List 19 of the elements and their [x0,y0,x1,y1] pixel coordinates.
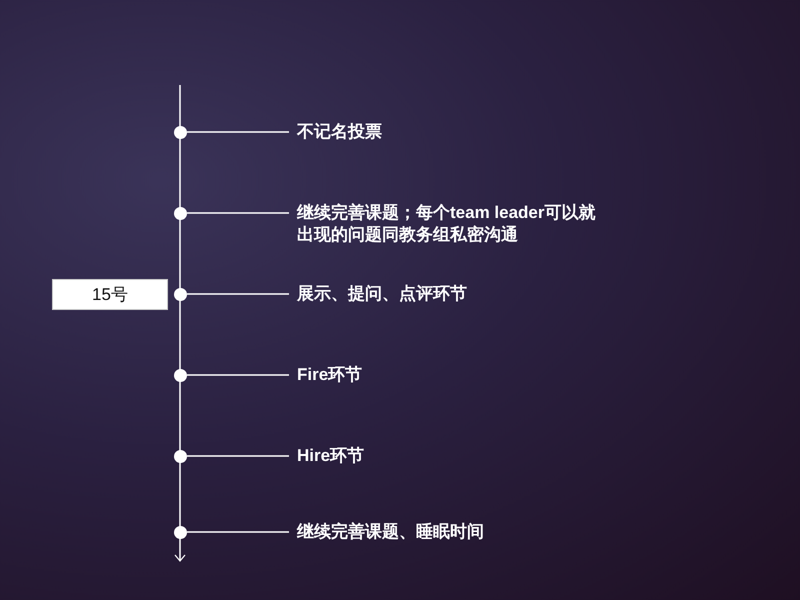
connector-line [187,212,289,214]
timeline-dot [174,126,187,138]
timeline-dot [174,450,187,462]
event-text: 继续完善课题；每个team leader可以就出现的问题同教务组私密沟通 [297,202,597,246]
timeline-dot [174,526,187,538]
connector-line [187,531,289,533]
connector-line [187,131,289,133]
timeline-dot [174,288,187,300]
timeline-dot [174,206,187,220]
timeline-dot [174,368,187,382]
event-text: 展示、提问、点评环节 [297,283,597,305]
event-text: Hire环节 [297,445,597,467]
event-text: 继续完善课题、睡眠时间 [297,521,597,543]
connector-line [187,455,289,457]
connector-line [187,374,289,376]
event-text: 不记名投票 [297,121,597,143]
date-label: 15号 [52,279,168,310]
event-text: Fire环节 [297,364,597,386]
connector-line [187,293,289,295]
